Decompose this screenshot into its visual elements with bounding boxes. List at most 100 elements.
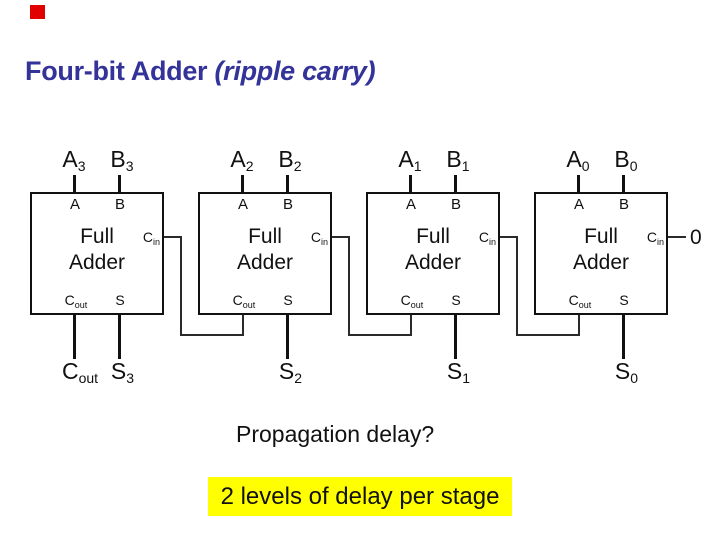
input-a1-label: A1 <box>380 146 440 175</box>
input-a0-label-sub: 0 <box>581 158 590 175</box>
title-main: Four-bit Adder <box>25 56 208 86</box>
fa2-s-label: S <box>283 292 293 308</box>
input-a3-label: A3 <box>44 146 104 175</box>
full-adder-3-box <box>30 192 164 315</box>
fa1-port-b-label: B <box>450 196 461 213</box>
sum-s0-wire <box>622 315 625 359</box>
input-b1-label: B1 <box>428 146 488 175</box>
carry-out-wire <box>73 315 76 359</box>
title-emphasis: (ripple carry) <box>207 56 376 86</box>
fa3-cin-label-base: C <box>142 229 153 245</box>
sum-s3-label-base: S <box>110 358 127 384</box>
carry-in-stub-wire <box>668 236 686 238</box>
carry-wire-2to3-up <box>242 315 244 336</box>
input-b3-label: B3 <box>92 146 152 174</box>
fa1-name-line2: Adder <box>404 251 462 274</box>
carry-wire-0to1-across <box>516 334 580 336</box>
fa0-name-line2: Adder <box>572 251 630 274</box>
carry-wire-2to3-down <box>180 236 182 336</box>
fa0-cout-label-base: C <box>568 292 579 308</box>
input-a1-label-sub: 1 <box>413 158 422 175</box>
carry-wire-0to1-up <box>578 315 580 336</box>
sum-s1-label-sub: 1 <box>462 370 471 387</box>
carry-wire-0to1-down <box>516 236 518 336</box>
sum-s0-label-base: S <box>614 358 631 384</box>
input-b1-label-sub: 1 <box>461 158 470 175</box>
fa1-s-label: S <box>451 292 461 308</box>
fa0-name-line1: Full <box>584 225 618 248</box>
sum-s0-label-sub: 0 <box>630 370 639 387</box>
fa2-cin-label-sub: in <box>320 236 328 247</box>
fa3-cout-label-base: C <box>64 292 75 308</box>
carry-wire-2to3-across <box>180 334 244 336</box>
page-title: Four-bit Adder (ripple carry) <box>25 56 376 87</box>
sum-s3-label-sub: 3 <box>126 370 135 387</box>
fa1-cin-label-sub: in <box>488 236 496 247</box>
carry-out-label-base: C <box>61 358 79 384</box>
sum-s2-wire <box>286 315 289 359</box>
input-b0-label-base: B <box>614 146 630 172</box>
carry-wire-1to2-across <box>348 334 412 336</box>
input-a2-label-sub: 2 <box>245 158 254 175</box>
fa1-cout-label-base: C <box>400 292 411 308</box>
input-a3-label-base: A <box>62 146 78 172</box>
input-a1-label-base: A <box>398 146 414 172</box>
fa2-name-line2: Adder <box>236 251 294 274</box>
sum-s0-label: S0 <box>594 358 659 387</box>
fa0-cout-label: Cout <box>550 292 610 310</box>
question-text: Propagation delay? <box>236 421 435 447</box>
input-b1-wire <box>454 175 457 192</box>
sum-s2-label: S2 <box>258 358 323 387</box>
input-b2-label-sub: 2 <box>293 158 302 175</box>
input-b0-label: B0 <box>596 146 656 175</box>
full-adder-2-box <box>198 192 332 315</box>
carry-in-zero-label: 0 <box>690 226 702 249</box>
fa2-cout-label: Cout <box>214 292 274 310</box>
carry-out-label-sub: out <box>78 370 99 387</box>
carry-wire-0to1-stub <box>500 236 518 238</box>
input-b1-label-base: B <box>446 146 462 172</box>
fa3-name-line1: Full <box>80 225 114 248</box>
sum-s3-label: S3 <box>90 358 155 387</box>
full-adder-0-box <box>534 192 668 315</box>
fa2-cout-label-base: C <box>232 292 243 308</box>
fa1-cin-label-base: C <box>478 229 489 245</box>
fa3-cin-label-sub: in <box>152 236 160 247</box>
sum-s2-label-sub: 2 <box>294 370 303 387</box>
input-a2-wire <box>241 175 244 192</box>
fa0-cout-label-sub: out <box>578 299 592 310</box>
fa1-cin-label: Cin <box>464 229 496 247</box>
input-b3-label-base: B <box>110 146 126 172</box>
carry-out-label: Cout <box>45 358 115 387</box>
fa2-cin-label: Cin <box>296 229 328 247</box>
carry-wire-1to2-stub <box>332 236 350 238</box>
fa2-port-a-label: A <box>237 196 248 213</box>
input-b3-wire <box>118 175 121 192</box>
carry-wire-2to3-stub <box>164 236 182 238</box>
fa0-cin-label-base: C <box>646 229 657 245</box>
fa3-port-a-label: A <box>69 196 80 213</box>
full-adder-1-box <box>366 192 500 315</box>
fa0-cin-label-sub: in <box>656 236 664 247</box>
input-a0-label-base: A <box>566 146 582 172</box>
fa1-cout-label: Cout <box>382 292 442 310</box>
highlight-box: 2 levels of delay per stage <box>208 477 512 516</box>
fa0-s-label: S <box>619 292 629 308</box>
input-a2-label-base: A <box>230 146 246 172</box>
fa0-port-a-label: A <box>573 196 584 213</box>
input-b0-label-sub: 0 <box>629 158 638 175</box>
fa1-name-line1: Full <box>416 225 450 248</box>
carry-wire-1to2-down <box>348 236 350 336</box>
input-a3-label-sub: 3 <box>77 158 86 175</box>
fa3-s-label: S <box>115 292 125 308</box>
fa2-port-b-label: B <box>282 196 293 213</box>
sum-s1-label: S1 <box>426 358 491 387</box>
input-a2-label: A2 <box>212 146 272 175</box>
highlight-text: 2 levels of delay per stage <box>220 483 500 510</box>
fa3-cout-label: Cout <box>46 292 106 310</box>
fa2-name-line1: Full <box>248 225 282 248</box>
slide-marker <box>30 5 45 19</box>
